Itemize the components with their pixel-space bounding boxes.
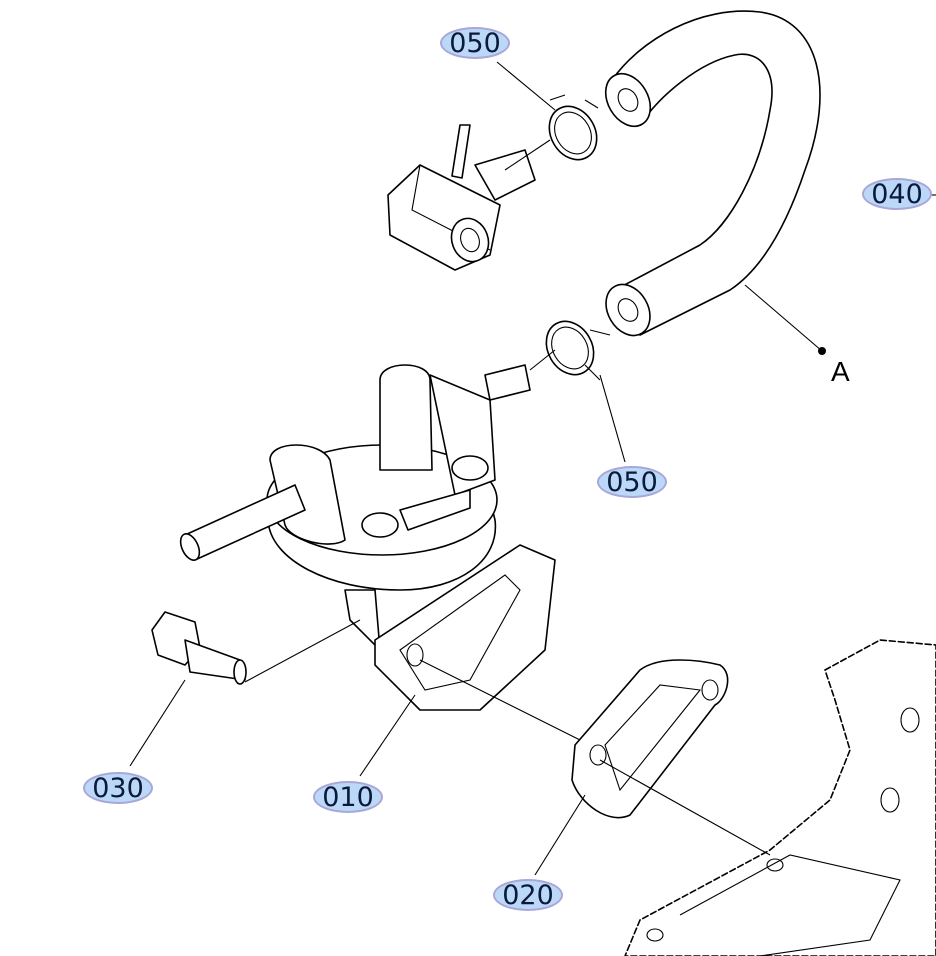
callout-050-bottom[interactable]: 050 (597, 466, 667, 498)
engine-block-part (624, 639, 936, 956)
reference-marker-a: A (831, 356, 850, 387)
callout-040[interactable]: 040 (862, 178, 932, 210)
gasket-part (571, 659, 729, 819)
fuel-fitting-part (387, 124, 536, 271)
hose-clamp-bottom-part (545, 320, 611, 381)
callout-010[interactable]: 010 (313, 781, 383, 813)
callout-020[interactable]: 020 (493, 879, 563, 911)
hose-clamp-top-part (548, 94, 599, 161)
fuel-pump-part (179, 364, 556, 711)
callout-050-top[interactable]: 050 (440, 27, 510, 59)
callout-030[interactable]: 030 (83, 772, 153, 804)
banjo-bolt-part (151, 611, 247, 685)
fuel-hose-part (604, 10, 821, 337)
leader-lines (129, 61, 936, 876)
